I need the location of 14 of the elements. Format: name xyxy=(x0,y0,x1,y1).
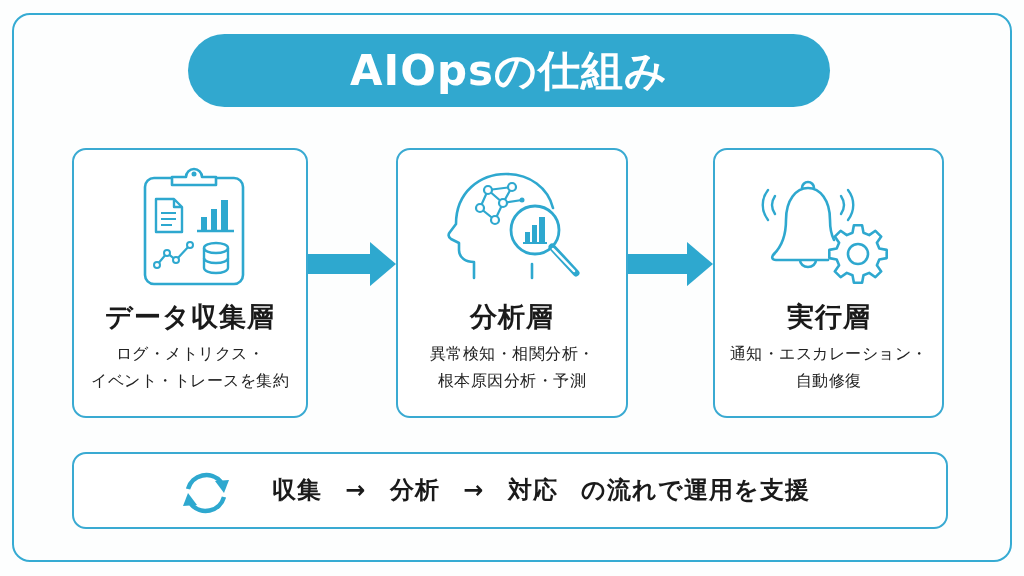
summary-text: 収集 → 分析 → 対応 の流れで運用を支援 xyxy=(272,475,810,505)
layer-title: データ収集層 xyxy=(105,300,275,334)
layer-card xyxy=(713,148,944,418)
layer-description: 異常検知・相関分析・根本原因分析・予測 xyxy=(428,343,596,392)
layer-title: 実行層 xyxy=(786,300,871,334)
summary-bar xyxy=(72,452,948,529)
layer-description: ログ・メトリクス・イベント・トレースを集約 xyxy=(90,343,290,392)
layer-description: 通知・エスカレーション・自動修復 xyxy=(728,343,929,392)
title-banner: AIOpsの仕組み xyxy=(188,34,830,107)
layer-title: 分析層 xyxy=(470,300,554,334)
flow-arrow xyxy=(308,242,396,287)
layer-card xyxy=(396,148,628,418)
flow-arrow xyxy=(628,242,713,287)
layer-card xyxy=(72,148,308,418)
